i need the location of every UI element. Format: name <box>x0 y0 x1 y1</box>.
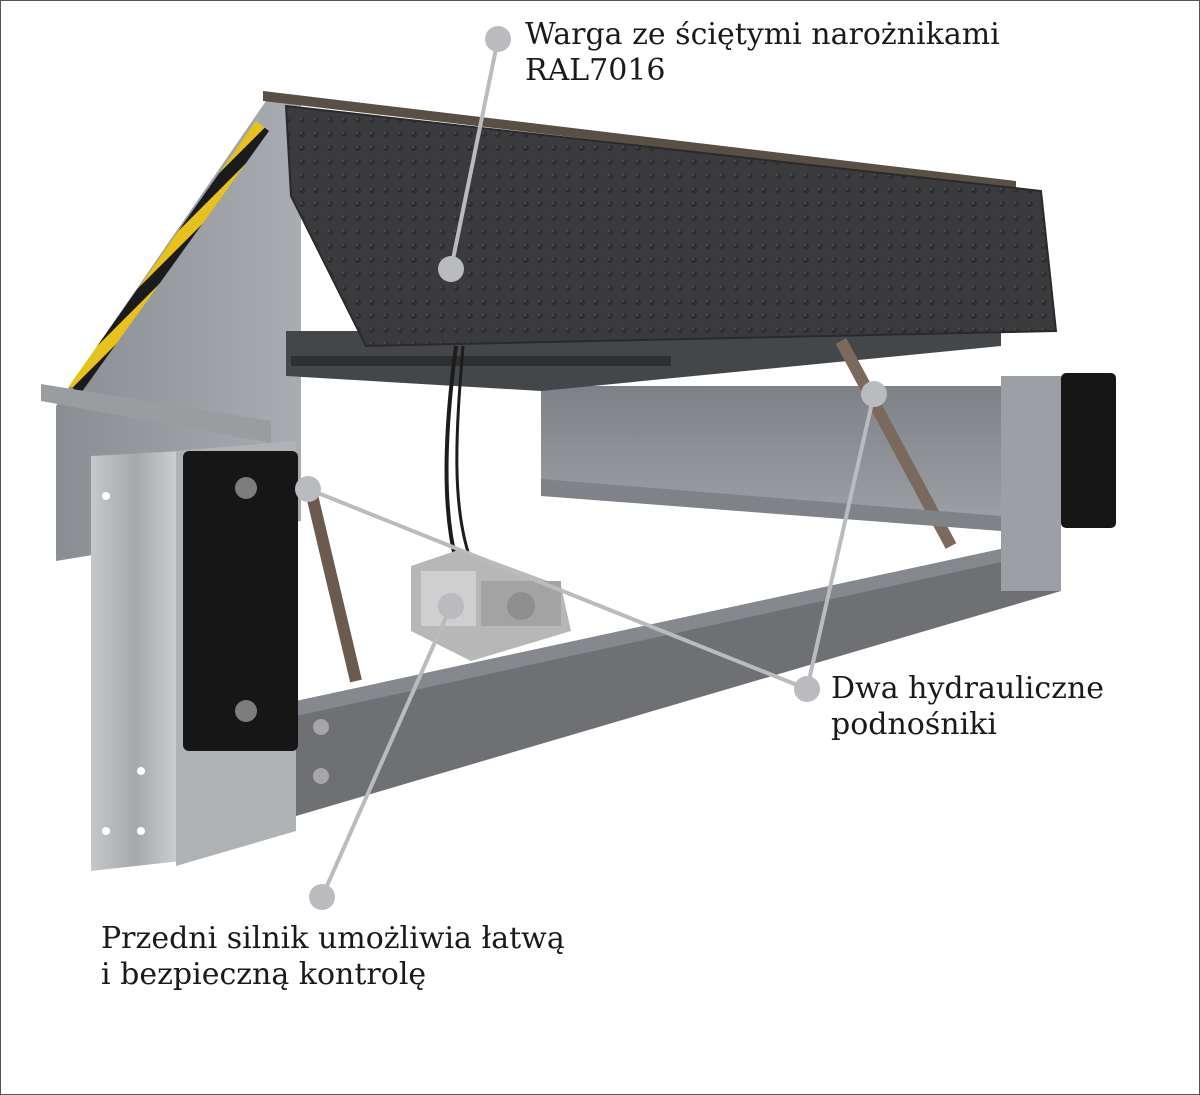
left-mounting-plate <box>91 451 181 871</box>
lip-plate <box>284 104 1058 348</box>
callout-dot-cylinder-left <box>295 476 321 502</box>
callout-dot-cylinder-right <box>861 381 887 407</box>
beam-bolt <box>313 768 329 784</box>
motor-annotation-line1: Przedni silnik umożliwia łatwą <box>101 921 565 956</box>
mounting-hole <box>102 827 110 835</box>
right-frame-post <box>1001 376 1061 591</box>
callout-lines <box>307 38 876 898</box>
platform-top-rail <box>263 91 1016 189</box>
callout-dot-motor <box>438 593 464 619</box>
lip-annotation-line2: RAL7016 <box>525 53 666 88</box>
right-rubber-bumper <box>1061 373 1116 528</box>
front-frame-beam <box>296 536 1061 816</box>
mounting-hole <box>137 767 145 775</box>
hydraulic-hose <box>455 345 473 562</box>
callout-dot-motor-label <box>309 884 335 910</box>
beam-bolt <box>313 719 329 735</box>
underside-beam <box>291 356 671 366</box>
hydraulic-cylinder-left <box>305 489 362 683</box>
callout-dot-cylinders-label <box>794 676 820 702</box>
cylinders-annotation-line1: Dwa hydrauliczne <box>831 671 1105 706</box>
callout-dot-lip <box>438 256 464 282</box>
bumper-bolt <box>235 477 257 499</box>
hazard-stripe <box>69 121 269 393</box>
mounting-hole <box>137 827 145 835</box>
callout-dot-lip-label <box>485 26 511 52</box>
serrated-front-edge <box>41 384 271 443</box>
front-frame-beam-top <box>296 536 1061 716</box>
lip-annotation-line1: Warga ze ściętymi narożnikami <box>525 17 1000 52</box>
left-frame-beam <box>541 479 1001 531</box>
cylinders-annotation-line2: podnośniki <box>831 707 997 742</box>
hydraulic-hose <box>444 345 458 562</box>
mounting-hole <box>102 492 110 500</box>
lip-annotation: Warga ze ściętymi narożnikami RAL7016 <box>525 17 1000 89</box>
cylinders-annotation: Dwa hydrauliczne podnośniki <box>831 671 1104 743</box>
motor-annotation-line2: i bezpieczną kontrolę <box>101 957 427 992</box>
motor-annotation: Przedni silnik umożliwia łatwą i bezpiec… <box>101 921 565 993</box>
bumper-bolt <box>235 700 257 722</box>
left-rubber-bumper <box>183 451 298 751</box>
